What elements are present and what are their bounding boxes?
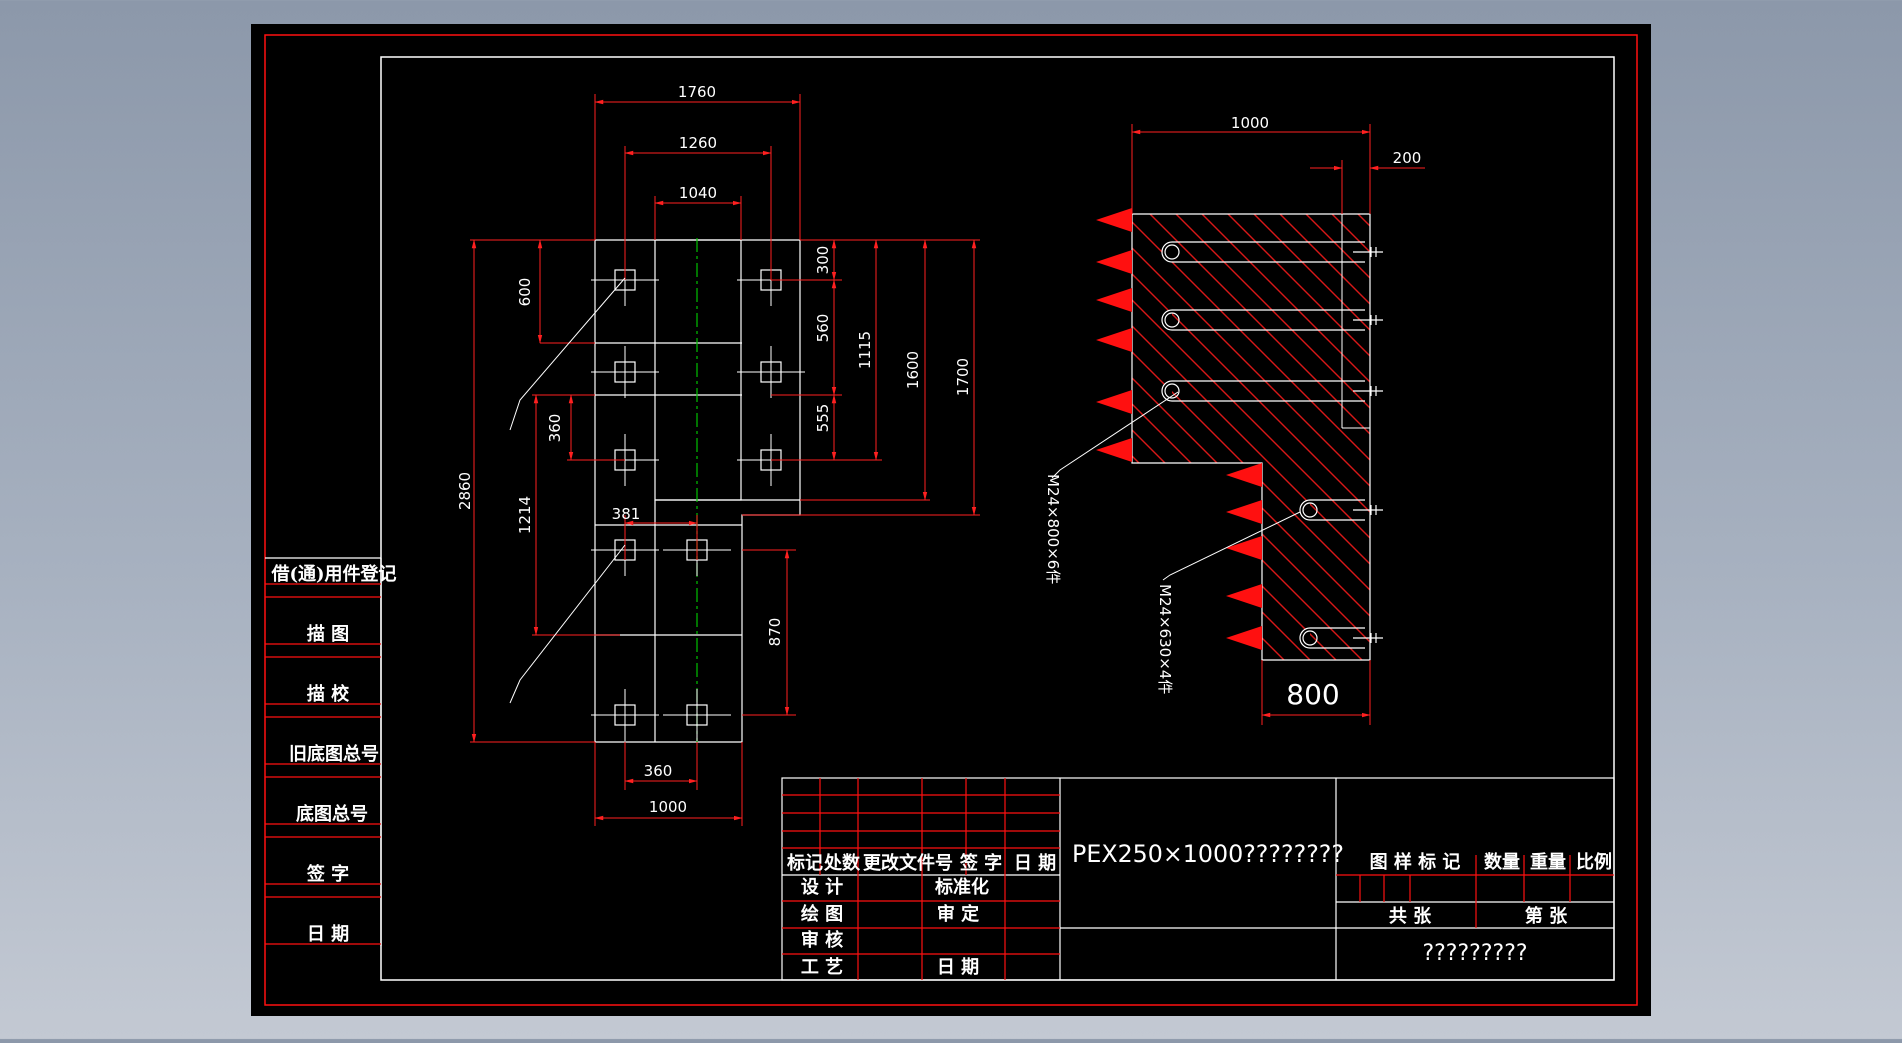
roughness-tooth [1226,626,1262,650]
section-dimension-texts: 1000 200 800 M24×800×6件 M24×630×4件 [1044,114,1421,711]
roughness-tooth [1096,250,1132,274]
side-label-date: 日 期 [307,924,349,945]
section-leader-lines [1051,391,1301,581]
roughness-tooth [1096,438,1132,462]
side-column-labels: 借(通)用件登记 描 图 描 校 旧底图总号 底图总号 签 字 日 期 [270,563,396,945]
side-column [265,557,382,946]
dim-1600: 1600 [904,351,922,389]
dim-1115: 1115 [856,331,874,369]
section-inner-lines [1341,214,1370,429]
tb-header-count: 处数 [823,852,861,874]
bolt-note-m24x800: M24×800×6件 [1044,474,1062,584]
side-label-signature: 签 字 [306,863,349,885]
dim-1260: 1260 [679,134,717,152]
tb-approve: 审 定 [937,903,979,925]
dim-1700: 1700 [954,358,972,396]
dim-1760: 1760 [678,83,716,101]
title-block-frame [781,777,1615,981]
drawing-sheet [251,24,1651,1016]
dim-560: 560 [814,314,832,343]
dim-300: 300 [814,246,832,275]
dim-1214: 1214 [516,496,534,534]
dim-555: 555 [814,404,832,433]
bolt-hole [591,346,659,398]
tb-process: 工 艺 [801,956,843,978]
tb-design: 设 计 [801,876,843,898]
dim-2860: 2860 [456,472,474,510]
dim-section-800: 800 [1286,678,1339,711]
tb-header-mark: 标记 [786,852,823,874]
anchor-bolt [1299,499,1383,521]
tb-review: 审 核 [801,929,843,951]
outer-red-border [264,34,1638,1006]
side-label-trace-check: 描 校 [307,683,350,705]
tb-quantity: 数量 [1484,851,1520,873]
section-dimension-lines [1131,124,1425,725]
side-label-tracing: 描 图 [307,623,349,645]
bolt-note-m24x630: M24×630×4件 [1156,584,1174,694]
tb-header-change-doc: 更改文件号 [863,852,953,874]
dim-381: 381 [612,505,641,523]
roughness-tooth [1096,390,1132,414]
roughness-tooth [1096,328,1132,352]
tb-header-sign: 签 字 [959,852,1002,874]
roughness-tooth [1096,288,1132,312]
anchor-bolt [1161,309,1383,331]
roughness-tooth [1226,463,1262,487]
tb-standardization: 标准化 [934,876,989,898]
section-anchor-bolts [1161,241,1383,649]
roughness-tooth [1226,584,1262,608]
roughness-tooth [1226,500,1262,524]
dim-1040: 1040 [679,184,717,202]
roughness-tooth [1096,208,1132,232]
anchor-bolt [1161,380,1383,402]
dim-section-200: 200 [1393,149,1422,167]
plan-dimension-lines [470,94,980,826]
dim-section-1000: 1000 [1231,114,1269,132]
plan-dimension-texts: 1760 1260 1040 600 360 2860 1214 381 300… [456,83,972,816]
dim-360-bottom: 360 [644,762,673,780]
tb-date: 日 期 [937,957,979,978]
side-label-old-base-no: 旧底图总号 [289,743,379,765]
side-label-borrowed: 借(通)用件登记 [270,563,396,585]
roughness-tooth [1226,536,1262,560]
tb-scale: 比例 [1576,851,1612,873]
tb-pattern-mark: 图 样 标 记 [1370,851,1461,873]
section-roughness-teeth [1096,208,1262,650]
bolt-hole [737,346,805,398]
tb-weight: 重量 [1530,851,1566,873]
bolt-hole [663,689,731,741]
plan-leader-lines [509,277,626,704]
tb-drawing: 绘 图 [801,903,843,925]
dim-600: 600 [516,278,534,307]
dim-360-left: 360 [546,414,564,443]
side-label-base-no: 底图总号 [296,803,368,825]
tb-drawing-title: PEX250×1000???????? [1072,840,1344,868]
section-view[interactable] [1096,208,1383,661]
tb-header-date: 日 期 [1014,853,1056,874]
tb-sheet-number: 第 张 [1525,905,1568,927]
bolt-hole [591,689,659,741]
dim-1000-bottom: 1000 [649,798,687,816]
dim-870: 870 [766,618,784,647]
title-block[interactable] [781,777,1615,981]
tb-sheet-total: 共 张 [1389,906,1432,927]
anchor-bolt [1161,241,1383,263]
anchor-bolt [1299,627,1383,649]
title-block-texts: 标记 处数 更改文件号 签 字 日 期 设 计 绘 图 审 核 工 艺 标准化 … [786,840,1612,978]
tb-company: ????????? [1422,941,1527,966]
